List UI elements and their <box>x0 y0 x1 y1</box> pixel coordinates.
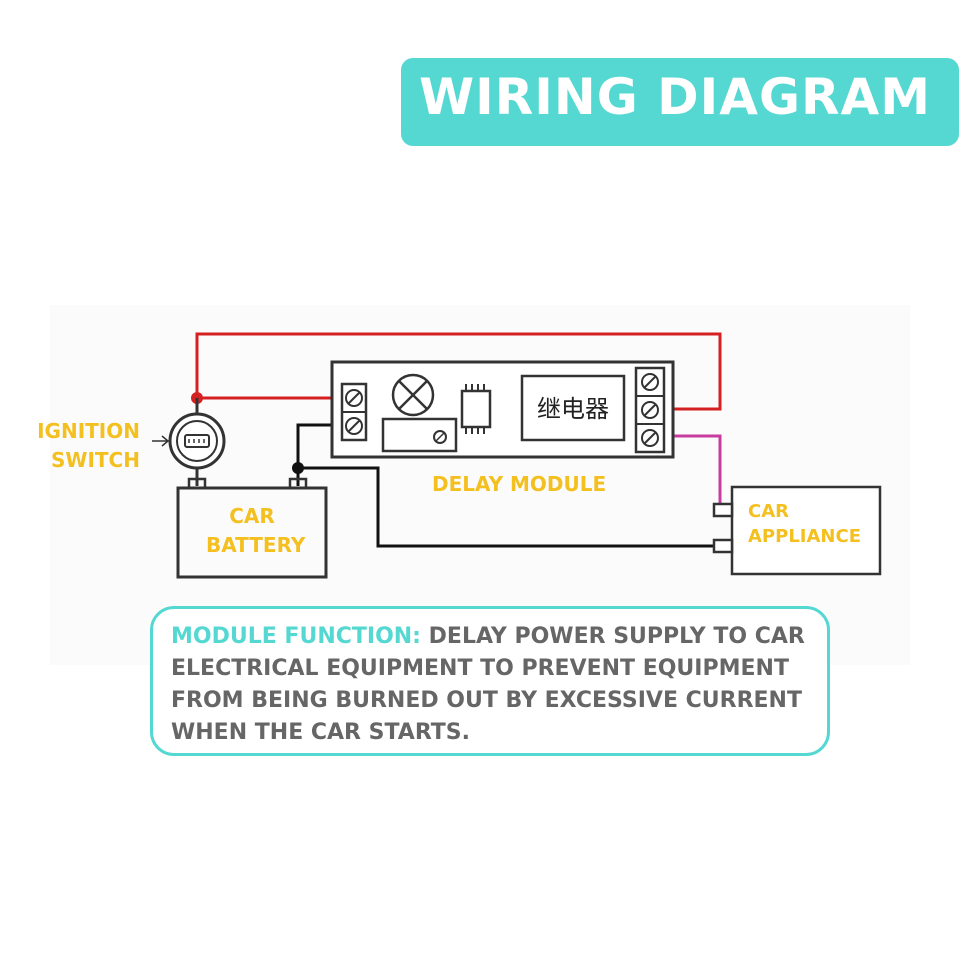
ignition-switch-icon <box>152 398 226 486</box>
ignition-label-line-2: SWITCH <box>51 448 140 472</box>
black-wire-appliance <box>298 466 720 548</box>
delay-module-label: DELAY MODULE <box>432 472 607 496</box>
appliance-label-line-1: CAR <box>748 501 790 522</box>
module-function-body: DELAY POWER SUPPLY TO CAR ELECTRICAL EQU… <box>171 624 805 745</box>
page-title: WIRING DIAGRAM <box>419 68 931 126</box>
appliance-label-line-2: APPLIANCE <box>748 526 861 547</box>
pink-wire <box>664 434 722 506</box>
delay-module-board <box>330 360 675 459</box>
battery-label-line-1: CAR <box>229 504 275 528</box>
ignition-label-line-1: IGNITION <box>37 419 140 443</box>
ignition-switch-label: IGNITION SWITCH <box>37 417 140 475</box>
car-appliance-icon <box>712 485 882 576</box>
module-function-box: MODULE FUNCTION: DELAY POWER SUPPLY TO C… <box>150 606 830 756</box>
car-appliance-label: CAR APPLIANCE <box>748 499 861 549</box>
black-junction <box>292 462 304 474</box>
relay-label: 继电器 <box>537 395 609 423</box>
red-wire <box>195 332 722 411</box>
battery-label-line-2: BATTERY <box>206 533 306 557</box>
battery-icon <box>176 477 328 579</box>
car-battery-label: CAR BATTERY <box>206 502 306 560</box>
module-function-heading: MODULE FUNCTION: <box>171 624 421 649</box>
module-function-text: MODULE FUNCTION: DELAY POWER SUPPLY TO C… <box>171 621 821 749</box>
title-banner: WIRING DIAGRAM <box>401 58 959 146</box>
